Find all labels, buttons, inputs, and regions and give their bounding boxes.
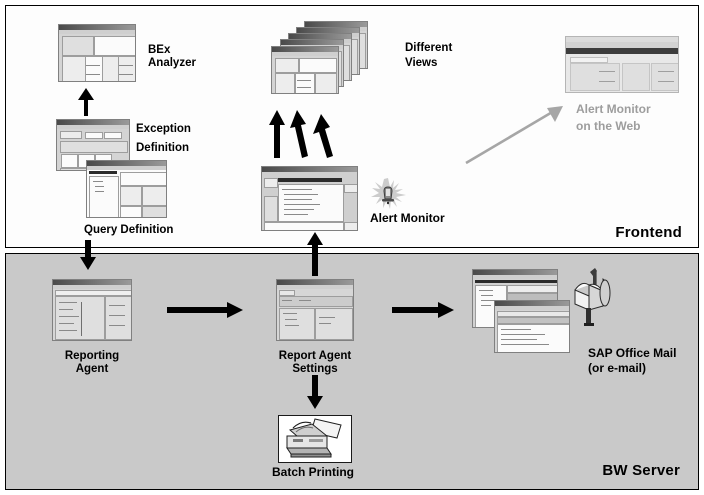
arrow-views-up-3 (309, 114, 337, 158)
arrow-query-to-reporting-agent (78, 240, 98, 270)
alert-monitor-web-label: Alert Monitor on the Web (576, 102, 651, 133)
frontend-panel-label: Frontend (615, 224, 682, 241)
arrow-reporting-to-settings (167, 300, 243, 320)
bw-server-panel-label: BW Server (602, 462, 680, 479)
bex-analyzer-label: BEx Analyzer (148, 44, 196, 69)
arrow-settings-to-batch-printing (305, 375, 325, 409)
sap-office-mail-label: SAP Office Mail (or e-mail) (588, 346, 677, 375)
different-views-screenshot-1 (271, 46, 339, 94)
report-agent-settings-label: Report Agent Settings (278, 350, 352, 375)
reporting-agent-label: Reporting Agent (64, 350, 120, 375)
arrow-views-up-1 (268, 110, 286, 158)
printer-icon (278, 415, 352, 463)
query-definition-screenshot (86, 160, 167, 218)
alert-monitor-screenshot (261, 166, 358, 231)
exception-definition-screenshot (56, 119, 130, 171)
batch-printing-label: Batch Printing (272, 465, 355, 479)
exception-definition-label: Exception Definition (136, 123, 191, 154)
alert-monitor-web-screenshot (565, 36, 679, 93)
sap-office-mail-screenshot-front (494, 300, 570, 353)
arrow-views-up-2 (288, 110, 312, 158)
mailbox-icon (567, 266, 615, 326)
query-definition-label: Query Definition (84, 224, 174, 236)
arrow-settings-to-alert-monitor (305, 232, 325, 276)
alert-monitor-label: Alert Monitor (370, 211, 445, 225)
bex-analyzer-screenshot (58, 24, 136, 82)
different-views-label: Different Views (405, 42, 453, 69)
report-agent-settings-screenshot (276, 279, 354, 341)
arrow-alert-to-web (463, 98, 568, 166)
arrow-query-to-bex (76, 88, 96, 116)
reporting-agent-screenshot (52, 279, 132, 341)
arrow-settings-to-mail (392, 300, 454, 320)
alert-bell-icon (370, 178, 406, 215)
